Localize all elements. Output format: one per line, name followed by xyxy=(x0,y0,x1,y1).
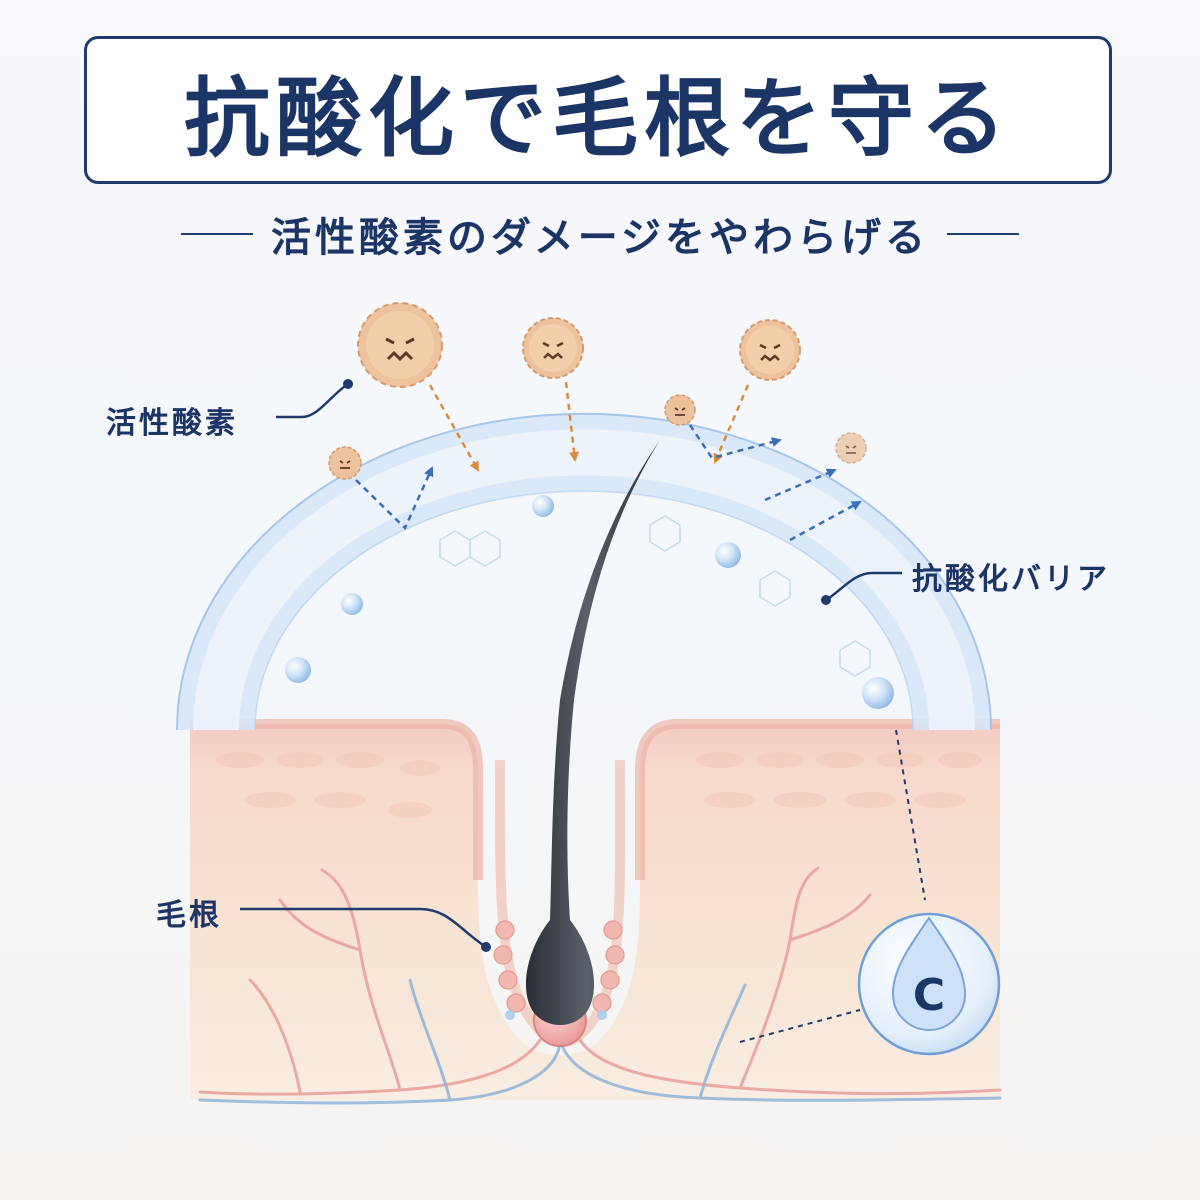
blood-vessels xyxy=(198,866,1002,1105)
label-hair-root: 毛根 xyxy=(156,898,222,933)
subtitle-row: 活性酸素のダメージをやわらげる xyxy=(0,206,1200,262)
callout-leaders xyxy=(240,379,902,952)
radical-large-1 xyxy=(357,302,443,388)
antioxidant-barrier xyxy=(176,412,992,731)
radical-small-3 xyxy=(835,432,867,464)
radical-large-3 xyxy=(739,319,801,381)
radical-small-2 xyxy=(664,394,696,426)
page-title: 抗酸化で毛根を守る xyxy=(184,68,1012,169)
subtitle-rule-right xyxy=(947,233,1019,235)
subtitle-rule-left xyxy=(181,233,253,235)
radical-large-2 xyxy=(522,317,584,379)
barrier-bubbles xyxy=(285,495,894,709)
deflect-arrows xyxy=(355,424,862,542)
free-radicals xyxy=(328,302,867,480)
vitamin-c-badge: C xyxy=(857,912,1001,1056)
label-free-radicals: 活性酸素 xyxy=(106,406,238,441)
title-box: 抗酸化で毛根を守る xyxy=(84,36,1112,184)
subtitle: 活性酸素のダメージをやわらげる xyxy=(271,215,929,261)
hair-shaft xyxy=(525,440,660,1025)
label-antioxidant-barrier: 抗酸化バリア xyxy=(912,562,1110,597)
attack-arrows xyxy=(428,381,750,472)
radical-small-1 xyxy=(328,446,362,480)
vitamin-c-letter: C xyxy=(913,970,945,1021)
skin-cross-section xyxy=(190,719,1000,1100)
vitamin-c-connectors xyxy=(739,729,926,1043)
